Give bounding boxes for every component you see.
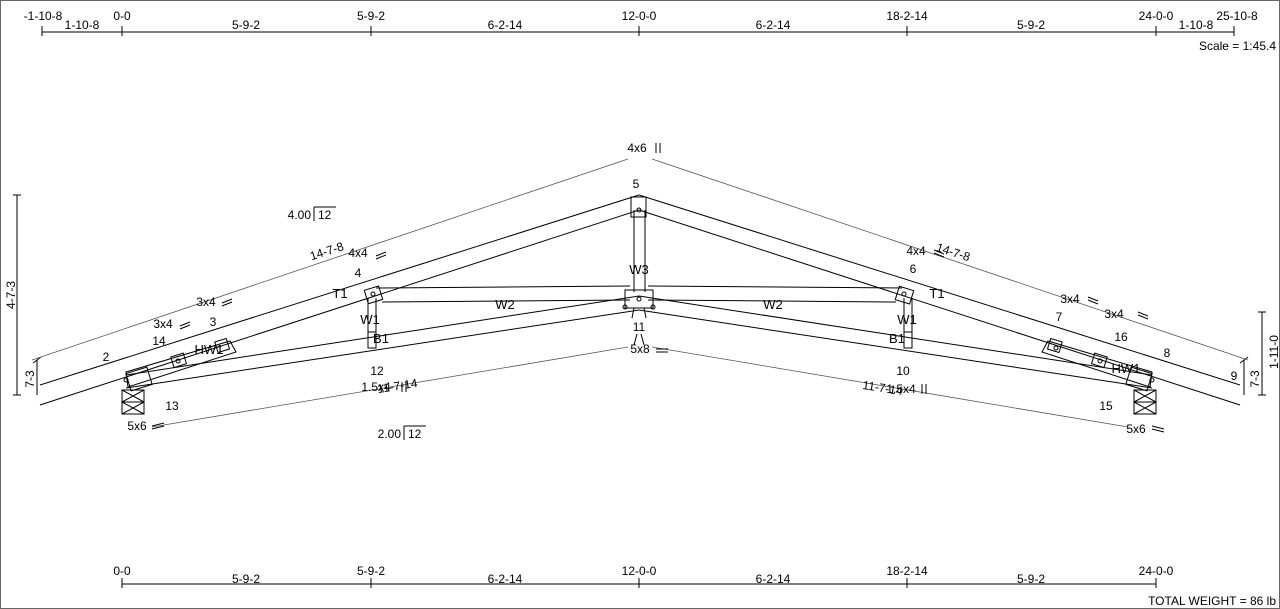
bottom-right-length: 11-7-14 <box>862 378 904 398</box>
member-label: W1 <box>897 312 917 327</box>
joint-number: 6 <box>910 262 917 276</box>
top-tick-label: 12-0-0 <box>622 9 657 23</box>
member-label: B1 <box>889 331 905 346</box>
top-tick-label: 0-0 <box>113 9 131 23</box>
left-heel-height: 7-3 <box>23 370 37 388</box>
bottom-tick-label: 0-0 <box>113 564 131 578</box>
web-w2-left <box>375 285 631 289</box>
top-span-label: 1-10-8 <box>1179 18 1214 32</box>
top-span-label: 5-9-2 <box>232 18 260 32</box>
member-label: W3 <box>629 262 649 277</box>
bottom-span-label: 6-2-14 <box>488 572 523 586</box>
joint-number: 14 <box>152 334 166 348</box>
right-heel-height: 7-3 <box>1248 370 1262 388</box>
bottom-span-label: 5-9-2 <box>232 572 260 586</box>
bottom-tick-label: 12-0-0 <box>622 564 657 578</box>
top-tick-label: -1-10-8 <box>24 9 63 23</box>
bearing-left <box>121 389 145 415</box>
bottom-chord-left-inner <box>125 309 640 389</box>
top-tick-label: 5-9-2 <box>357 9 385 23</box>
member-label: B1 <box>373 331 389 346</box>
joint-number: 15 <box>1099 399 1113 413</box>
joint-number: 2 <box>103 350 110 364</box>
top-span-label: 1-10-8 <box>65 18 100 32</box>
joint-number: 12 <box>370 364 384 378</box>
right-height-dimension <box>1239 311 1266 396</box>
bearing-right <box>1133 389 1157 415</box>
bottom-tick-label: 18-2-14 <box>886 564 928 578</box>
plate-apex: 4x6 <box>627 141 647 155</box>
pitch-bottom-rise: 2.00 <box>378 427 402 441</box>
plate-1-5x4-left: 1.5x4 <box>361 380 391 394</box>
joint-number: 10 <box>896 364 910 378</box>
joint-number: 9 <box>1231 369 1238 383</box>
plate-marks <box>151 143 1165 433</box>
plate-3x4-left-b: 3x4 <box>153 317 173 331</box>
truss-plates <box>123 196 1155 392</box>
bottom-dimension-line <box>121 578 1157 588</box>
member-label: W2 <box>763 297 783 312</box>
plate-5x6-right: 5x6 <box>1126 422 1146 436</box>
member-label: HW1 <box>195 342 224 357</box>
top-chord-left <box>39 194 640 386</box>
top-tick-label: 18-2-14 <box>886 9 928 23</box>
joint-number: 7 <box>1056 310 1063 324</box>
top-dimension-line <box>41 26 1235 36</box>
joint-number: 11 <box>633 320 646 334</box>
pitch-top-run: 12 <box>318 208 332 222</box>
bottom-chord-right <box>638 295 1153 376</box>
right-total-height: 1-11-0 <box>1267 335 1280 369</box>
pitch-symbol-top <box>313 206 336 221</box>
total-weight-label: TOTAL WEIGHT = 86 lb <box>1148 594 1276 608</box>
bottom-tick-label: 24-0-0 <box>1139 564 1174 578</box>
joint-number: 5 <box>633 177 640 191</box>
top-chord-dimension-lines <box>31 158 1249 361</box>
joint-number: 16 <box>1114 330 1128 344</box>
web-w2-right-b <box>647 299 897 303</box>
plate-1-5x4-right: 1.5x4 <box>886 382 916 396</box>
top-tick-label: 25-10-8 <box>1216 9 1258 23</box>
top-span-label: 6-2-14 <box>488 18 523 32</box>
member-label: HW1 <box>1112 361 1141 376</box>
bottom-span-label: 6-2-14 <box>756 572 791 586</box>
top-chord-right <box>638 194 1241 386</box>
web-w2-right <box>647 285 903 289</box>
bottom-chord-left <box>125 295 640 376</box>
plate-5x6-left: 5x6 <box>127 419 147 433</box>
bottom-left-length: 11-7-14 <box>376 376 418 396</box>
top-left-length: 14-7-8 <box>308 239 346 263</box>
web-w2-left-b <box>381 299 631 303</box>
member-label: W2 <box>495 297 515 312</box>
plate-center-bottom: 5x8 <box>630 342 650 356</box>
joint-number: 13 <box>165 399 179 413</box>
pitch-top-rise: 4.00 <box>288 208 312 222</box>
member-label: W1 <box>360 312 380 327</box>
bottom-chord-right-inner <box>638 309 1153 389</box>
left-height-dimension <box>13 194 42 396</box>
top-span-label: 6-2-14 <box>756 18 791 32</box>
plate-3x4-left-a: 3x4 <box>196 295 216 309</box>
top-chord-right-inner <box>638 209 1241 406</box>
plate-4x4-left: 4x4 <box>348 246 368 260</box>
member-label: T1 <box>929 286 944 301</box>
pitch-bottom-run: 12 <box>408 427 422 441</box>
bottom-span-label: 5-9-2 <box>1017 572 1045 586</box>
bottom-tick-label: 5-9-2 <box>357 564 385 578</box>
plate-3x4-right-b: 3x4 <box>1104 307 1124 321</box>
joint-number: 8 <box>1164 346 1171 360</box>
plate-3x4-right-a: 3x4 <box>1060 292 1080 306</box>
member-label: T1 <box>332 286 347 301</box>
left-total-height: 4-7-3 <box>4 281 18 309</box>
top-span-label: 5-9-2 <box>1017 18 1045 32</box>
joint-number: 4 <box>355 266 362 280</box>
top-tick-label: 24-0-0 <box>1139 9 1174 23</box>
joint-number: 3 <box>210 315 217 329</box>
scale-label: Scale = 1:45.4 <box>1199 39 1276 53</box>
pitch-symbol-bottom <box>403 425 426 440</box>
plate-4x4-right: 4x4 <box>906 244 926 258</box>
